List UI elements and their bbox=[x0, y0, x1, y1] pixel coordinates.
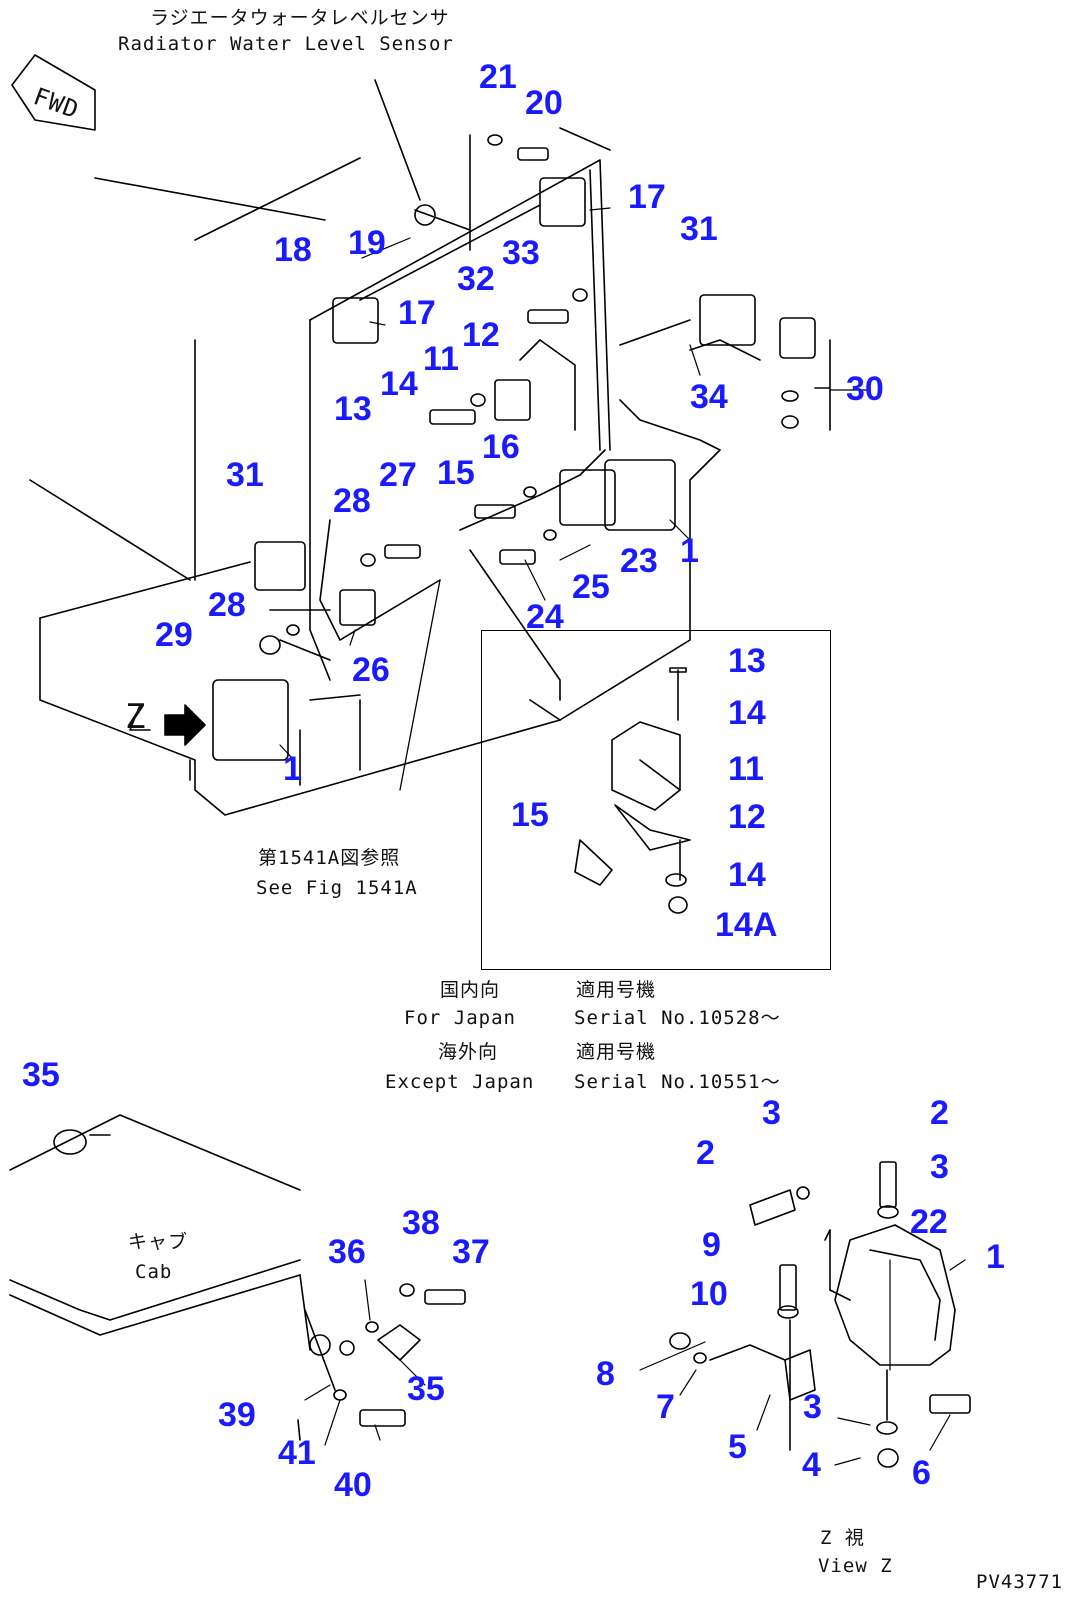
callout: 12 bbox=[728, 798, 766, 836]
serial-label-jp-1: 適用号機 bbox=[576, 979, 657, 1001]
callout: 15 bbox=[437, 454, 475, 492]
callout: 17 bbox=[628, 178, 666, 216]
callout: 31 bbox=[680, 210, 718, 248]
serial-japan: Serial No.10528～ bbox=[574, 1007, 781, 1029]
callout: 33 bbox=[502, 234, 540, 272]
connector-17-lower bbox=[333, 298, 378, 343]
callout: 7 bbox=[656, 1388, 675, 1426]
callout: 4 bbox=[802, 1446, 821, 1484]
except-japan-en: Except Japan bbox=[385, 1071, 535, 1093]
callout: 32 bbox=[457, 260, 495, 298]
for-japan-en: For Japan bbox=[404, 1007, 516, 1029]
callout: 41 bbox=[278, 1434, 316, 1472]
callout: 3 bbox=[762, 1094, 781, 1132]
see-fig-caption-jp: 第1541A図参照 bbox=[258, 847, 401, 869]
callout: 1 bbox=[680, 532, 699, 570]
see-fig-caption-en: See Fig 1541A bbox=[256, 877, 418, 899]
cab-label-en: Cab bbox=[135, 1261, 173, 1283]
callout: 11 bbox=[728, 750, 764, 788]
callout: 3 bbox=[803, 1388, 822, 1426]
callout: 3 bbox=[930, 1148, 949, 1186]
grommet-35-top bbox=[54, 1130, 86, 1154]
callout: 13 bbox=[334, 390, 372, 428]
callout: 1 bbox=[986, 1238, 1005, 1276]
drawing-id: PV43771 bbox=[976, 1571, 1064, 1593]
callout: 25 bbox=[572, 568, 610, 606]
callout: 12 bbox=[462, 316, 500, 354]
callout: 39 bbox=[218, 1396, 256, 1434]
inset-frame bbox=[481, 630, 831, 970]
sensor-caption-en: Radiator Water Level Sensor bbox=[118, 33, 454, 55]
callout: 31 bbox=[226, 456, 264, 494]
callout: 6 bbox=[912, 1454, 931, 1492]
callout: 19 bbox=[348, 224, 386, 262]
callout: 15 bbox=[511, 796, 549, 834]
connector-1-view-z bbox=[835, 1225, 955, 1365]
callout: 27 bbox=[379, 456, 417, 494]
callout: 17 bbox=[398, 294, 436, 332]
cab-label-jp: キャブ bbox=[128, 1231, 189, 1253]
callout: 16 bbox=[482, 428, 520, 466]
callout: 14 bbox=[728, 694, 766, 732]
callout: 9 bbox=[702, 1226, 721, 1264]
z-arrow-icon bbox=[165, 705, 205, 745]
connector-17-upper bbox=[540, 178, 585, 226]
callout: 35 bbox=[407, 1370, 445, 1408]
callout: 5 bbox=[728, 1428, 747, 1466]
serial-except: Serial No.10551～ bbox=[574, 1071, 781, 1093]
callout: 2 bbox=[930, 1094, 949, 1132]
callout: 37 bbox=[452, 1233, 490, 1271]
callout: 13 bbox=[728, 642, 766, 680]
callout: 14A bbox=[715, 906, 778, 944]
box-31-right bbox=[700, 295, 755, 345]
box-31-left bbox=[255, 542, 305, 590]
callout: 10 bbox=[690, 1275, 728, 1313]
callout: 34 bbox=[690, 378, 728, 416]
for-japan-jp: 国内向 bbox=[440, 979, 501, 1001]
callout: 35 bbox=[22, 1056, 60, 1094]
connector-1-lower bbox=[213, 680, 288, 760]
view-z-jp: Z 視 bbox=[820, 1527, 865, 1549]
fwd-arrow-icon bbox=[12, 55, 95, 130]
callout: 20 bbox=[525, 84, 563, 122]
callout: 14 bbox=[728, 856, 766, 894]
connector-1-main bbox=[605, 460, 675, 530]
serial-label-jp-2: 適用号機 bbox=[576, 1041, 657, 1063]
callout: 14 bbox=[380, 365, 418, 403]
callout: 8 bbox=[596, 1355, 615, 1393]
except-japan-jp: 海外向 bbox=[438, 1041, 499, 1063]
callout: 21 bbox=[479, 58, 517, 96]
callout: 28 bbox=[208, 586, 246, 624]
callout: 1 bbox=[283, 750, 302, 788]
callout: 26 bbox=[352, 651, 390, 689]
callout: 24 bbox=[526, 598, 564, 636]
callout: 36 bbox=[328, 1233, 366, 1271]
callout: 2 bbox=[696, 1134, 715, 1172]
callout: 23 bbox=[620, 542, 658, 580]
callout: 40 bbox=[334, 1466, 372, 1504]
callout: 30 bbox=[846, 370, 884, 408]
callout: 38 bbox=[402, 1204, 440, 1242]
sensor-caption-jp: ラジエータウォータレベルセンサ bbox=[150, 7, 450, 29]
callout: 11 bbox=[423, 340, 459, 378]
callout: 18 bbox=[274, 231, 312, 269]
z-marker: Z bbox=[125, 697, 147, 737]
callout: 28 bbox=[333, 482, 371, 520]
callout: 29 bbox=[155, 616, 193, 654]
callout: 22 bbox=[910, 1203, 948, 1241]
view-z-en: View Z bbox=[818, 1555, 893, 1577]
